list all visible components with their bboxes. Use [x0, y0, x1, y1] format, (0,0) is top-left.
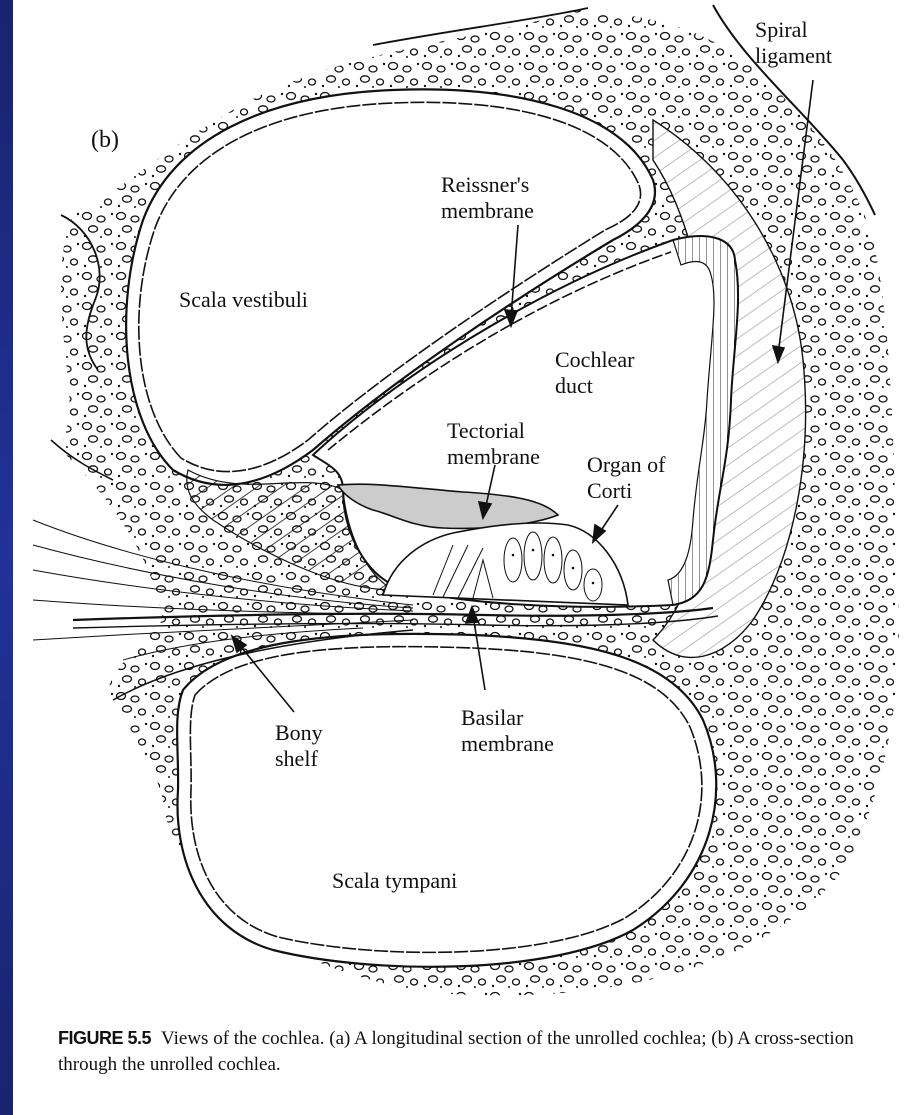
caption-text: Views of the cochlea. (a) A longitudinal… — [58, 1028, 854, 1075]
scala-tympani-chamber — [177, 634, 716, 967]
panel-label: (b) — [91, 127, 119, 153]
label-spiral-ligament: Spiral ligament — [755, 17, 832, 69]
caption-figure-number: FIGURE 5.5 — [58, 1028, 151, 1048]
label-cochlear-duct: Cochlear duct — [555, 347, 634, 399]
label-tectorial-membrane: Tectorial membrane — [447, 418, 540, 470]
label-scala-vestibuli: Scala vestibuli — [179, 287, 308, 313]
label-bony-shelf: Bony shelf — [275, 720, 323, 772]
figure-page: (b) Spiral ligament Reissner's membrane … — [13, 0, 917, 1115]
label-scala-tympani: Scala tympani — [332, 868, 457, 894]
label-basilar-membrane: Basilar membrane — [461, 705, 554, 757]
label-reissners-membrane: Reissner's membrane — [441, 172, 534, 224]
label-organ-of-corti: Organ of Corti — [587, 452, 665, 504]
cochlea-cross-section-diagram — [13, 0, 917, 1010]
